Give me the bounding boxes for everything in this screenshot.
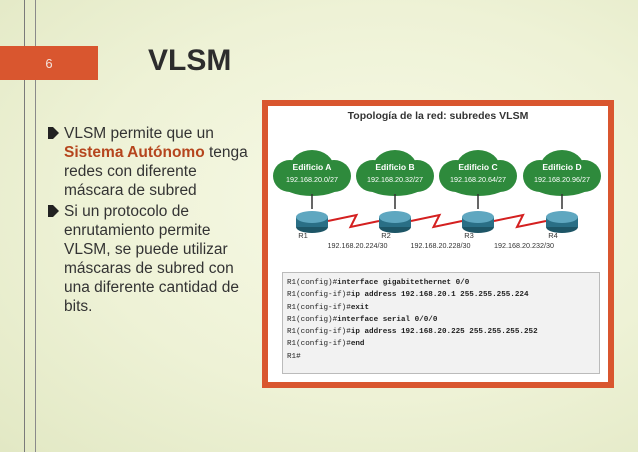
bullet-highlight: Sistema Autónomo <box>64 144 205 161</box>
link-network-label: 192.168.20.232/30 <box>494 241 554 250</box>
cli-line: R1(config-if)#ip address 192.168.20.1 25… <box>287 289 599 301</box>
building-name: Edificio D <box>542 162 581 172</box>
link-network-label: 192.168.20.228/30 <box>411 241 471 250</box>
bullet-item: VLSM permite que un Sistema Autónomo ten… <box>48 124 253 200</box>
building-cloud <box>356 150 434 196</box>
building-network: 192.168.20.32/27 <box>367 175 423 184</box>
router-icon <box>462 211 494 223</box>
serial-link <box>327 213 380 229</box>
cli-line: R1(config)#interface gigabitethernet 0/0 <box>287 277 599 289</box>
router-icon <box>379 211 411 223</box>
building-network: 192.168.20.64/27 <box>450 175 506 184</box>
router-label: R1 <box>298 231 308 240</box>
cli-command: ip address 192.168.20.225 255.255.255.25… <box>350 328 538 337</box>
arrow-bullet-icon <box>48 127 59 139</box>
cli-output: R1(config)#interface gigabitethernet 0/0… <box>282 272 600 374</box>
cli-prompt: R1# <box>287 352 301 361</box>
bullet-list: VLSM permite que un Sistema Autónomo ten… <box>48 124 253 318</box>
building-cloud <box>439 150 517 196</box>
cli-prompt: R1(config-if)# <box>287 303 351 312</box>
cli-command: interface gigabitethernet 0/0 <box>337 279 470 287</box>
cli-line: R1(config-if)#ip address 192.168.20.225 … <box>287 326 599 338</box>
cli-prompt: R1(config-if)# <box>287 291 351 300</box>
router-icon <box>296 211 328 223</box>
building-name: Edificio B <box>375 162 414 172</box>
cli-line: R1(config-if)#end <box>287 338 599 350</box>
router-label: R4 <box>548 231 558 240</box>
cli-command: end <box>350 340 365 349</box>
link-network-label: 192.168.20.224/30 <box>328 241 388 250</box>
building-cloud <box>273 150 351 196</box>
slide-number-tab: 6 <box>0 46 98 80</box>
building-name: Edificio A <box>293 162 332 172</box>
slide-title: VLSM <box>148 44 232 77</box>
building-network: 192.168.20.0/27 <box>286 175 338 184</box>
cli-line: R1(config-if)#exit <box>287 302 599 314</box>
bullet-text: Si un protocolo de enrutamiento permite … <box>64 203 239 315</box>
bullet-item: Si un protocolo de enrutamiento permite … <box>48 202 253 316</box>
cli-command: ip address 192.168.20.1 255.255.255.224 <box>350 291 529 300</box>
topology-figure: Topología de la red: subredes VLSM Edifi… <box>262 100 614 388</box>
cli-prompt: R1(config)# <box>287 279 338 287</box>
bullet-text-before: VLSM permite que un <box>64 125 214 142</box>
router-label: R3 <box>464 231 474 240</box>
left-rule <box>24 0 25 452</box>
router-icon <box>546 211 578 223</box>
cli-prompt: R1(config-if)# <box>287 340 351 349</box>
cli-command: interface serial 0/0/0 <box>337 315 438 324</box>
left-rule-inner <box>35 0 36 452</box>
cli-prompt: R1(config-if)# <box>287 328 351 337</box>
bullet-text-after: tenga redes con diferente máscara de sub… <box>64 144 248 199</box>
cli-line: R1# <box>287 351 599 363</box>
slide-number: 6 <box>45 55 53 71</box>
building-name: Edificio C <box>458 162 497 172</box>
cli-line: R1(config)#interface serial 0/0/0 <box>287 314 599 326</box>
cli-command: exit <box>350 303 370 312</box>
figure-panel: Topología de la red: subredes VLSM Edifi… <box>268 106 608 382</box>
cli-prompt: R1(config)# <box>287 315 338 324</box>
building-cloud <box>523 150 601 196</box>
figure-title: Topología de la red: subredes VLSM <box>347 110 529 122</box>
router-label: R2 <box>381 231 391 240</box>
building-network: 192.168.20.96/27 <box>534 175 590 184</box>
serial-link <box>410 213 463 229</box>
arrow-bullet-icon <box>48 205 59 217</box>
serial-link <box>493 213 547 229</box>
